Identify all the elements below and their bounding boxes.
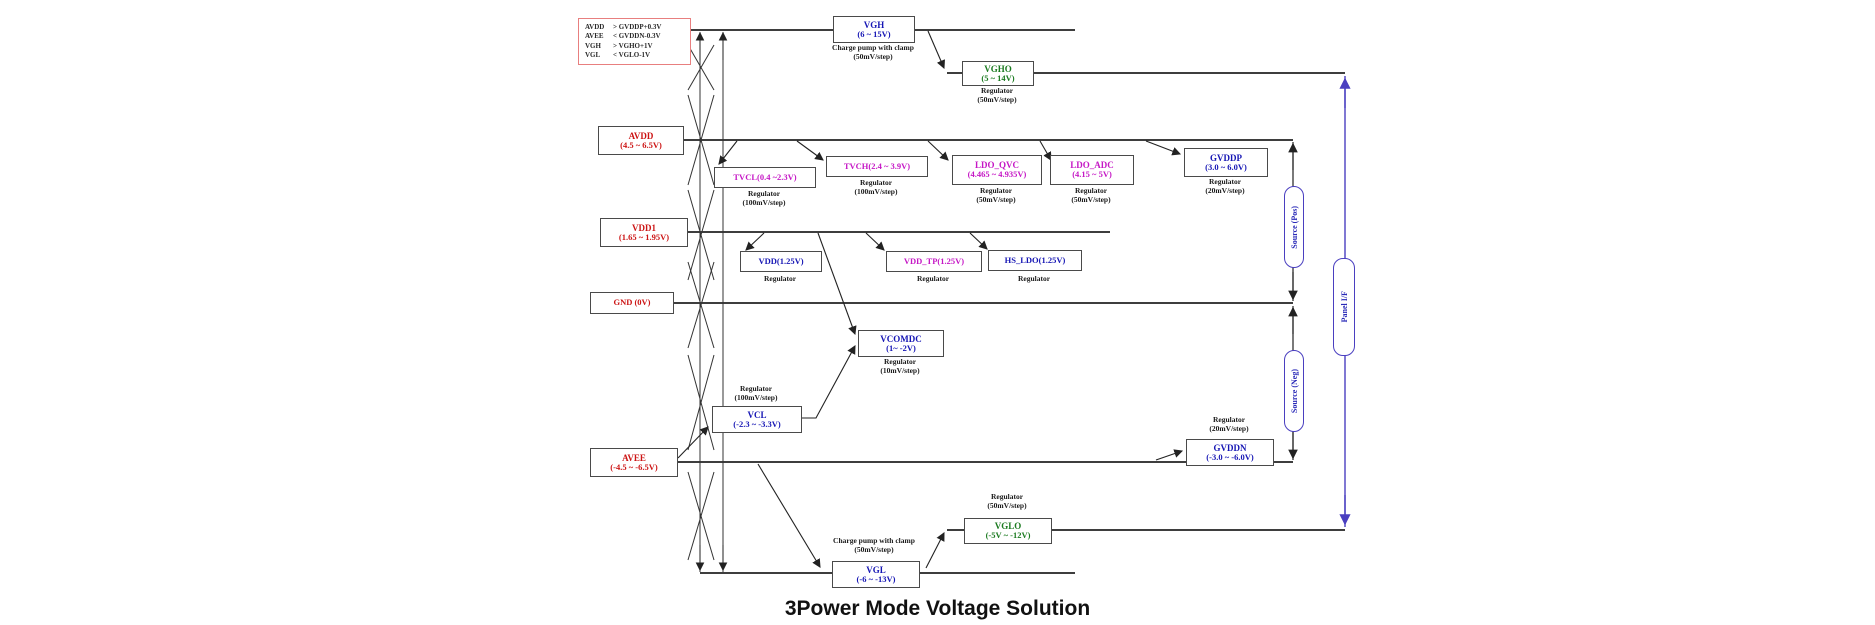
voltage-rules-legend: AVDD> GVDDP+0.3V AVEE< GVDDN-0.3V VGH> V… — [578, 18, 691, 65]
caption-vdd: Regulator — [763, 274, 797, 283]
block-tvcl: TVCL(0.4 ~2.3V) — [714, 167, 816, 188]
caption-vgho: Regulator(50mV/step) — [977, 86, 1017, 105]
caption-gvddn: Regulator(20mV/step) — [1209, 415, 1249, 434]
block-vdd-tp: VDD_TP(1.25V) — [886, 251, 982, 272]
block-ldo-adc: LDO_ADC (4.15 ~ 5V) — [1050, 155, 1134, 185]
block-gnd: GND (0V) — [590, 292, 674, 314]
block-tvch: TVCH(2.4 ~ 3.9V) — [826, 156, 928, 177]
caption-ldo-adc: Regulator(50mV/step) — [1071, 186, 1111, 205]
block-vcl: VCL (-2.3 ~ -3.3V) — [712, 406, 802, 433]
label-source-pos: Source (Pos) — [1284, 186, 1304, 268]
diagram-title: 3Power Mode Voltage Solution — [784, 597, 1091, 620]
block-vdd: VDD(1.25V) — [740, 251, 822, 272]
legend-row: VGL< VGLO-1V — [585, 51, 651, 60]
block-gvddn: GVDDN (-3.0 ~ -6.0V) — [1186, 439, 1274, 466]
block-gvddp: GVDDP (3.0 ~ 6.0V) — [1184, 148, 1268, 177]
caption-vgh: Charge pump with clamp(50mV/step) — [832, 43, 914, 62]
caption-vdd-tp: Regulator — [916, 274, 950, 283]
caption-vcl: Regulator(100mV/step) — [734, 384, 778, 403]
caption-vglo: Regulator(50mV/step) — [987, 492, 1027, 511]
caption-ldo-qvc: Regulator(50mV/step) — [976, 186, 1016, 205]
block-vglo: VGLO (-5V ~ -12V) — [964, 518, 1052, 544]
block-ldo-qvc: LDO_QVC (4.465 ~ 4.935V) — [952, 155, 1042, 185]
block-avdd: AVDD (4.5 ~ 6.5V) — [598, 126, 684, 155]
caption-tvch: Regulator(100mV/step) — [854, 178, 898, 197]
block-vcomdc: VCOMDC (1~ -2V) — [858, 330, 944, 357]
block-avee: AVEE (-4.5 ~ -6.5V) — [590, 448, 678, 477]
block-vgho: VGHO (5 ~ 14V) — [962, 61, 1034, 86]
block-hs-ldo: HS_LDO(1.25V) — [988, 250, 1082, 271]
legend-row: AVEE< GVDDN-0.3V — [585, 32, 661, 41]
label-source-neg: Source (Neg) — [1284, 350, 1304, 432]
caption-hs-ldo: Regulator — [1017, 274, 1051, 283]
block-vgh: VGH (6 ~ 15V) — [833, 16, 915, 43]
caption-vcomdc: Regulator(10mV/step) — [880, 357, 920, 376]
block-vgl: VGL (-6 ~ -13V) — [832, 561, 920, 588]
caption-vgl: Charge pump with clamp(50mV/step) — [833, 536, 915, 555]
label-panel-if: Panel I/F — [1333, 258, 1355, 356]
legend-row: VGH> VGHO+1V — [585, 41, 653, 50]
caption-tvcl: Regulator(100mV/step) — [742, 189, 786, 208]
caption-gvddp: Regulator(20mV/step) — [1205, 177, 1245, 196]
legend-row: AVDD> GVDDP+0.3V — [585, 23, 662, 31]
block-vdd1: VDD1 (1.65 ~ 1.95V) — [600, 218, 688, 247]
